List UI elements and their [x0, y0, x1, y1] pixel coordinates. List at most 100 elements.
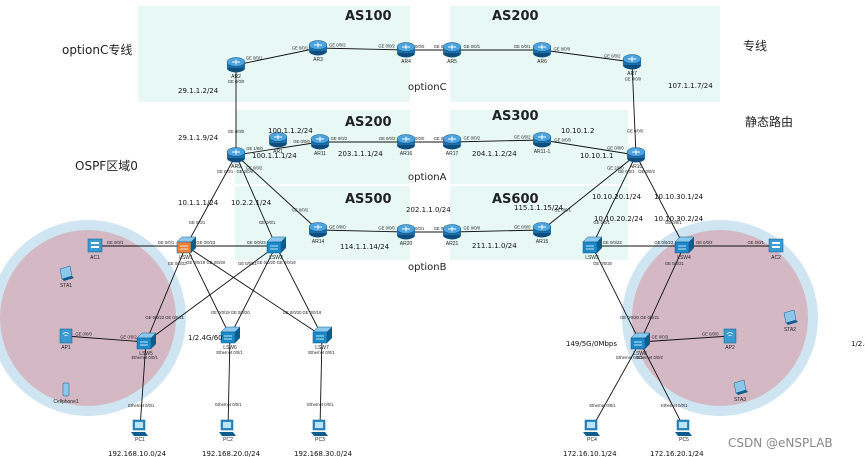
device-ar20[interactable]: AR20 — [396, 224, 416, 248]
port-label-ar17: GE 0/0/2 — [464, 136, 481, 141]
device-sta3[interactable]: STA3 — [733, 379, 748, 403]
device-label-ar6: AR6 — [537, 59, 547, 65]
link-lsw7-pc3 — [319, 335, 323, 429]
device-ar21[interactable]: AR21 — [442, 224, 462, 248]
device-lsw7[interactable]: LSW7 — [312, 326, 333, 351]
switch-icon — [312, 326, 333, 344]
port-label-lsw1: GE 0/0/22 — [168, 261, 188, 266]
device-cellphone1[interactable]: Cellphone1 — [53, 382, 79, 405]
link-lsw8-ap2 — [639, 335, 731, 343]
ip-label-pc4-net: 172.16.10.1/24 — [563, 450, 617, 457]
device-pc4[interactable]: PC4 — [583, 419, 600, 443]
device-sta2[interactable]: STA2 — [783, 309, 798, 333]
device-ar16[interactable]: AR16 — [396, 134, 416, 158]
device-label-ar7: AR7 — [627, 71, 637, 77]
pc-icon — [131, 419, 148, 436]
device-pc1[interactable]: PC1 — [131, 419, 148, 443]
port-label-ar21: GE 0/0/1 — [434, 226, 451, 231]
device-ar6[interactable]: AR6 — [532, 42, 552, 66]
port-label-lsw2: GE 0/0/20 — [256, 260, 276, 265]
device-ar5[interactable]: AR5 — [442, 42, 462, 66]
link-lsw8-pc5 — [639, 341, 685, 429]
ip-label-wlan-right: 149/5G/0Mbps — [566, 340, 617, 348]
watermark: CSDN @eNSPLAB — [728, 436, 833, 450]
device-ar11-1[interactable]: AR11-1 — [532, 132, 552, 156]
device-label-ac1: AC1 — [90, 255, 100, 261]
device-ar15[interactable]: AR15 — [532, 222, 552, 246]
device-pc2[interactable]: PC2 — [219, 419, 236, 443]
pc-icon — [219, 419, 236, 436]
switch-icon — [582, 236, 603, 254]
device-pc5[interactable]: PC5 — [675, 419, 692, 443]
port-label-ar11-1: GE 0/0/2 — [514, 134, 531, 139]
device-label-ar3: AR3 — [313, 57, 323, 63]
device-ar10[interactable]: AR10 — [626, 147, 646, 171]
device-label-lsw8: LSW8 — [633, 351, 647, 357]
leased-line-label: 专线 — [743, 38, 767, 53]
port-label-ar20: GE 0/0/1 — [408, 226, 425, 231]
port-label-ar7: GE 0/0/2 — [604, 53, 621, 58]
device-pc3[interactable]: PC3 — [311, 419, 328, 443]
device-label-ar1: AR1 — [273, 149, 283, 155]
port-label-ar15: GE 0/0/1 — [554, 208, 571, 213]
ospf-area-label: OSPF区域0 — [75, 159, 138, 173]
device-lsw4[interactable]: LSW4 — [674, 236, 695, 261]
device-ap2[interactable]: AP2 — [723, 328, 737, 351]
port-label-lsw8: Ethernet 0/0/2 — [637, 355, 664, 360]
port-label-ar9: GE 0/0/1 — [217, 169, 234, 174]
device-ac2[interactable]: AC2 — [768, 238, 784, 261]
device-ar2[interactable]: AR2 — [226, 57, 246, 81]
port-label-ar3: GE 0/0/1 — [292, 46, 309, 51]
device-lsw6[interactable]: LSW6 — [220, 326, 241, 351]
port-label-lsw3: GE 0/0/23 — [603, 240, 623, 245]
device-ar7[interactable]: AR7 — [622, 54, 642, 78]
device-ar9[interactable]: AR9 — [226, 147, 246, 171]
link-ar7-ar10 — [631, 61, 637, 156]
port-label-lsw4: GE 0/0/1 — [665, 220, 682, 225]
port-label-ar9: GE 0/0/2 — [246, 166, 263, 171]
link-ar9-lsw1 — [185, 154, 237, 247]
device-sta1[interactable]: STA1 — [59, 265, 74, 289]
device-ar17[interactable]: AR17 — [442, 134, 462, 158]
device-ar3[interactable]: AR3 — [308, 40, 328, 64]
port-label-ar14: GE 0/0/2 — [292, 208, 309, 213]
device-ar1[interactable]: AR1 — [268, 132, 288, 156]
port-label-ar15: GE 0/0/0 — [514, 224, 531, 229]
port-label-ar11: GE 0/0/0 — [293, 139, 310, 144]
port-label-ar2: GE 0/0/0 — [228, 79, 245, 84]
device-ar4[interactable]: AR4 — [396, 42, 416, 66]
device-lsw5[interactable]: LSW5 — [136, 332, 157, 357]
link-ar2-ar3 — [235, 47, 319, 66]
device-label-ac2: AC2 — [771, 255, 781, 261]
device-ap1[interactable]: AP1 — [59, 328, 73, 351]
device-ar11[interactable]: AR11 — [310, 134, 330, 158]
port-label-lsw8: Ethernet 0/0/1 — [616, 355, 643, 360]
cellphone-icon — [62, 382, 70, 397]
ip-label-pc1-net: 192.168.10.0/24 — [108, 450, 167, 457]
port-label-lsw8: GE 0/0/3 — [652, 335, 669, 340]
port-label-lsw7: GE 0/0/20 — [283, 310, 303, 315]
port-label-lsw5: Ethernet 0/0/1 — [132, 355, 159, 360]
device-ac1[interactable]: AC1 — [87, 238, 103, 261]
device-lsw3[interactable]: LSW3 — [582, 236, 603, 261]
port-label-ap1: GE 0/0/0 — [75, 331, 92, 336]
links-layer — [65, 47, 776, 429]
port-label-lsw8: GE 0/0/20 — [620, 315, 640, 320]
lan-areas — [0, 220, 818, 416]
as200-top-region — [450, 6, 720, 102]
link-lsw6-pc2 — [227, 335, 231, 429]
device-label-pc3: PC3 — [315, 437, 325, 443]
device-lsw2[interactable]: LSW2 — [266, 236, 287, 261]
ip-label-pc5-net: 172.16.20.1/24 — [650, 450, 704, 457]
link-ar6-ar7 — [541, 49, 633, 63]
optionc-label: optionC — [408, 82, 447, 93]
link-lsw2-lsw7 — [275, 245, 323, 337]
router-icon — [396, 224, 416, 240]
port-label-lsw4: GE 0/0/23 — [654, 240, 674, 245]
port-label-ar17: GE 0/0/0 — [434, 136, 451, 141]
device-ar14[interactable]: AR14 — [308, 222, 328, 246]
device-lsw8[interactable]: LSW8 — [630, 332, 651, 357]
device-label-lsw7: LSW7 — [315, 345, 329, 351]
device-lsw1[interactable]: LSW1 — [176, 236, 197, 261]
ip-label-ar9-ls2: 10.2.2.1/24 — [231, 199, 272, 207]
